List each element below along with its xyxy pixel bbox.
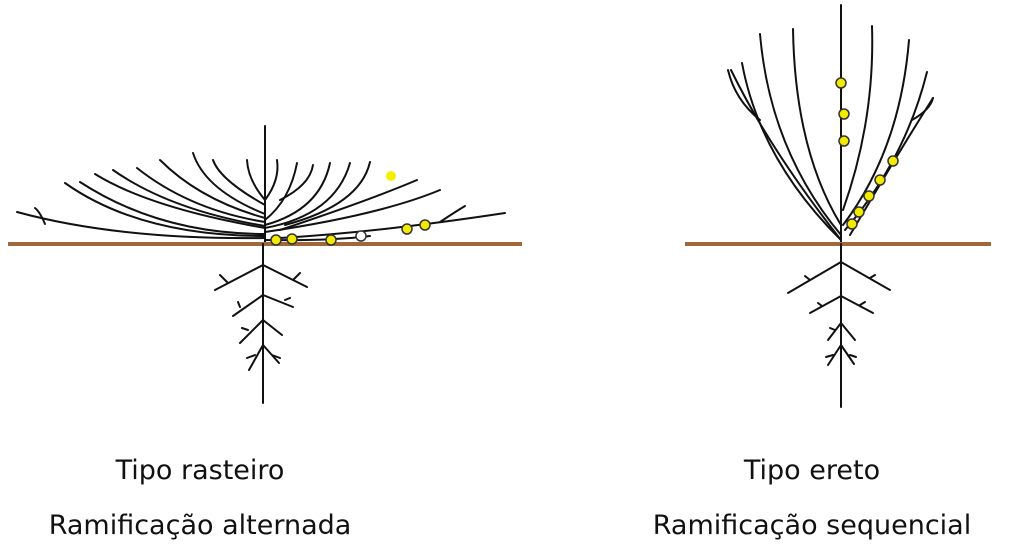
left-plant-title: Tipo rasteiro — [115, 455, 285, 486]
pod-icon — [270, 234, 282, 246]
pod-icon — [835, 77, 847, 89]
pod-icon — [846, 218, 858, 230]
pod-icon — [355, 230, 367, 242]
left-root-system — [214, 243, 308, 404]
right-pods — [835, 77, 899, 230]
left-pods — [270, 171, 431, 246]
flower-icon — [386, 171, 396, 181]
pod-icon — [401, 223, 413, 235]
left-shoot-branches — [16, 125, 506, 245]
right-shoot-branches — [727, 4, 934, 245]
pod-icon — [838, 135, 850, 147]
right-root-system — [787, 243, 891, 408]
right-plant — [685, 4, 991, 408]
left-plant — [8, 125, 522, 404]
pod-icon — [853, 206, 865, 218]
pod-icon — [874, 174, 886, 186]
pod-icon — [325, 234, 337, 246]
right-plant-title: Tipo ereto — [743, 455, 881, 486]
pod-icon — [419, 219, 431, 231]
pod-icon — [887, 155, 899, 167]
right-plant-subtitle: Ramificação sequencial — [652, 510, 972, 541]
pod-icon — [863, 190, 875, 202]
pod-icon — [286, 233, 298, 245]
left-plant-subtitle: Ramificação alternada — [48, 510, 352, 541]
pod-icon — [838, 108, 850, 120]
